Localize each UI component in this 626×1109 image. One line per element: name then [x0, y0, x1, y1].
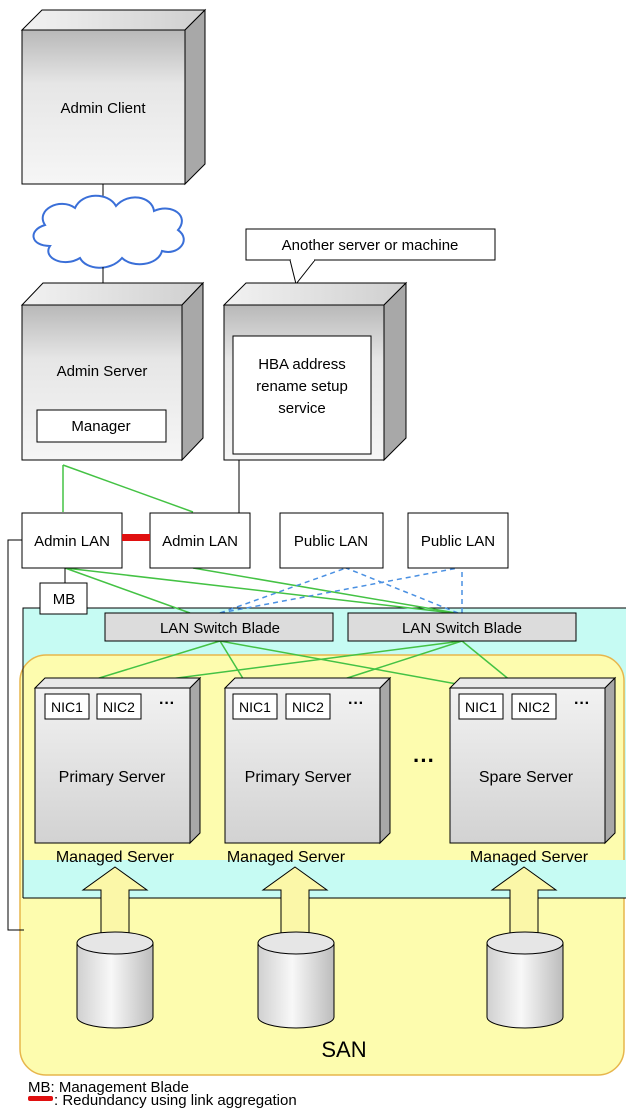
nic-port — [458, 693, 504, 720]
nic-more: ··· — [348, 695, 364, 712]
managed-server-2: NIC1 NIC2 ··· Primary Server Managed Ser… — [223, 676, 392, 866]
cloud-icon — [32, 194, 185, 269]
nic-label: NIC1 — [239, 699, 271, 715]
admin-server-label: Admin Server — [57, 363, 148, 380]
admin-server: Admin Server Manager — [20, 281, 205, 462]
manager-label: Manager — [71, 418, 130, 435]
lan-boxes: Admin LAN Admin LAN Public LAN Public LA… — [21, 512, 509, 569]
blue-dashed-connections — [219, 567, 463, 614]
nic-label: NIC1 — [51, 699, 83, 715]
more-servers-ellipsis: ··· — [413, 748, 435, 773]
redundancy-legend-swatch — [28, 1096, 53, 1101]
storage-disk — [257, 931, 335, 1029]
nic-label: NIC1 — [465, 699, 497, 715]
lan-box-label: Admin LAN — [162, 533, 238, 550]
nic-more: ··· — [574, 695, 590, 712]
callout-text: Another server or machine — [282, 237, 459, 254]
admin-client-label: Admin Client — [60, 100, 146, 117]
nic-more: ··· — [159, 695, 175, 712]
hba-service-box — [232, 335, 372, 455]
nic-port — [232, 693, 278, 720]
lan-switch-blade-label: LAN Switch Blade — [402, 620, 522, 637]
managed-server-3: NIC1 NIC2 ··· Spare Server Managed Serve… — [448, 676, 617, 866]
legend-mb: MB: Management Blade — [28, 1079, 189, 1096]
lan-box-label: Admin LAN — [34, 533, 110, 550]
lan-switch-blade — [104, 612, 334, 642]
hba-service-line-2: rename setup — [256, 378, 348, 395]
nic-port — [511, 693, 557, 720]
lan-switch-blade — [347, 612, 577, 642]
storage-disk — [76, 931, 154, 1029]
mb-box — [39, 582, 88, 615]
storage-disk — [486, 931, 564, 1029]
lan-switch-blade-label: LAN Switch Blade — [160, 620, 280, 637]
server-name: Primary Server — [59, 769, 166, 786]
server-caption: Managed Server — [470, 849, 589, 866]
nic-port — [285, 693, 331, 720]
server-name: Spare Server — [479, 769, 574, 786]
server-name: Primary Server — [245, 769, 352, 786]
nic-label: NIC2 — [103, 699, 135, 715]
hba-server: HBA address rename setup service — [222, 281, 408, 462]
managed-server-1: NIC1 NIC2 ··· Primary Server Managed Ser… — [33, 676, 202, 866]
nic-port — [96, 693, 142, 720]
callout-box — [245, 228, 496, 261]
san-label: SAN — [321, 1037, 366, 1062]
lan-box-label: Public LAN — [421, 533, 495, 550]
admin-client: Admin Client — [20, 8, 207, 186]
server-caption: Managed Server — [56, 849, 175, 866]
legend-redundancy: : Redundancy using link aggregation — [54, 1092, 297, 1109]
manager-box — [36, 409, 167, 443]
nic-label: NIC2 — [292, 699, 324, 715]
server-caption: Managed Server — [227, 849, 346, 866]
mb-label: MB — [53, 591, 76, 608]
nic-port — [44, 693, 90, 720]
nic-label: NIC2 — [518, 699, 550, 715]
lan-box-label: Public LAN — [294, 533, 368, 550]
hba-service-line-1: HBA address — [258, 356, 346, 373]
redundancy-link — [122, 534, 150, 541]
hba-service-line-3: service — [278, 400, 326, 417]
